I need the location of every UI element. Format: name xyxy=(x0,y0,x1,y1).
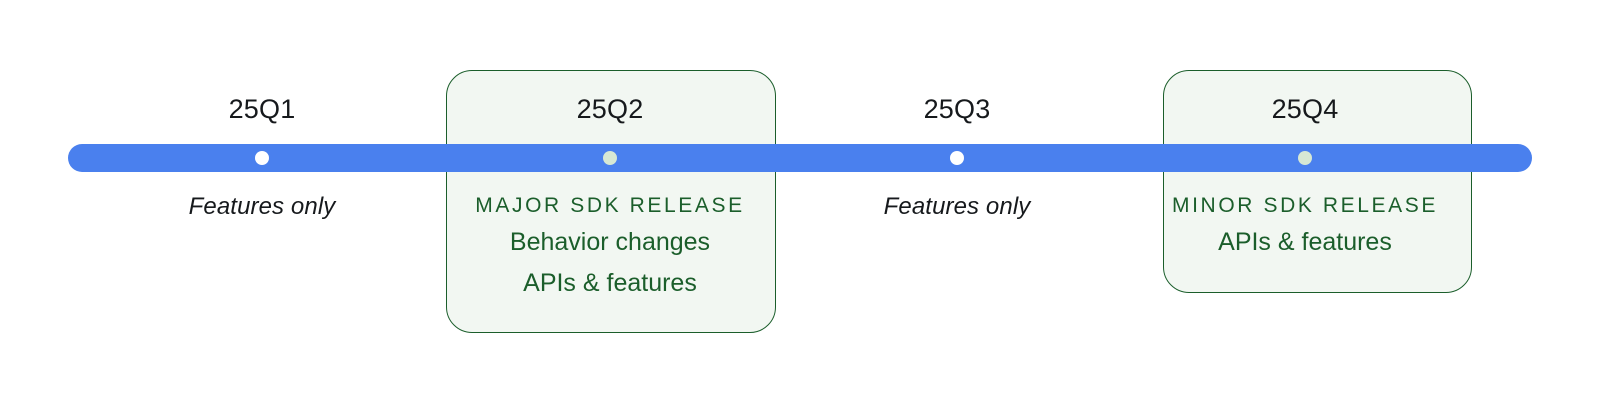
quarter-column-q2: 25Q2 MAJOR SDK RELEASE Behavior changes … xyxy=(460,0,760,409)
quarter-label-q2: 25Q2 xyxy=(576,94,644,124)
quarter-details-q3: Features only xyxy=(807,190,1107,224)
quarter-note-q3: Features only xyxy=(883,193,1031,220)
release-kicker-q4: MINOR SDK RELEASE xyxy=(1172,194,1438,217)
milestone-dot-q3 xyxy=(950,151,964,165)
quarter-details-q4: MINOR SDK RELEASE APIs & features xyxy=(1155,190,1455,263)
quarter-label-q3: 25Q3 xyxy=(923,94,991,124)
quarter-column-q4: 25Q4 MINOR SDK RELEASE APIs & features xyxy=(1155,0,1455,409)
release-line-q4-1: APIs & features xyxy=(1218,228,1392,256)
milestone-dot-q2 xyxy=(603,151,617,165)
release-card-q2 xyxy=(446,70,776,333)
quarter-details-q1: Features only xyxy=(112,190,412,224)
quarter-details-q2: MAJOR SDK RELEASE Behavior changes APIs … xyxy=(460,190,760,304)
quarter-column-q1: 25Q1 Features only xyxy=(112,0,412,409)
release-kicker-q2: MAJOR SDK RELEASE xyxy=(475,194,745,217)
quarter-label-q4: 25Q4 xyxy=(1271,94,1339,124)
timeline-bar xyxy=(68,144,1532,172)
milestone-dot-q1 xyxy=(255,151,269,165)
release-line-q2-2: APIs & features xyxy=(523,269,697,297)
quarter-column-q3: 25Q3 Features only xyxy=(807,0,1107,409)
release-card-q4 xyxy=(1163,70,1472,293)
release-line-q2-1: Behavior changes xyxy=(509,228,711,256)
milestone-dot-q4 xyxy=(1298,151,1312,165)
quarter-label-q1: 25Q1 xyxy=(228,94,296,124)
quarter-note-q1: Features only xyxy=(188,193,336,220)
